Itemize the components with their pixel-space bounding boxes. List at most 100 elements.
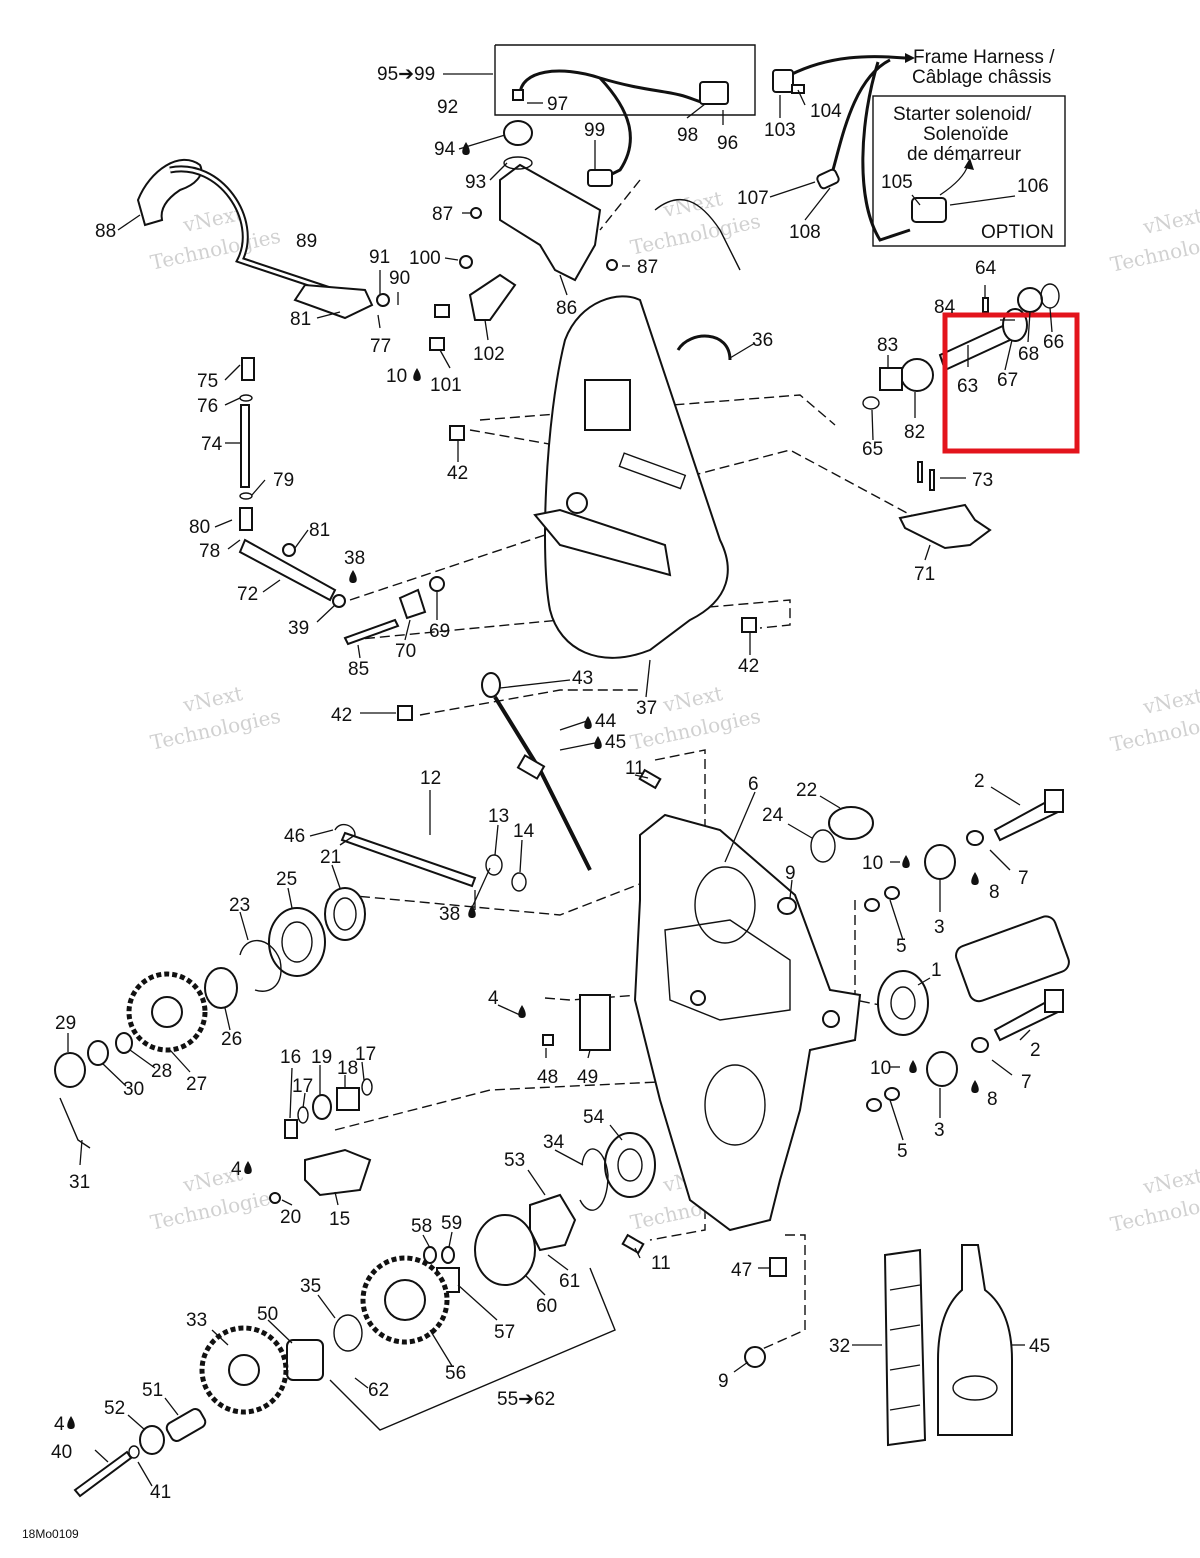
part-label: 72 <box>237 584 258 605</box>
drop-icon <box>413 368 421 381</box>
dipstick-43 <box>481 672 592 871</box>
drop-icon <box>584 716 592 729</box>
part-label: 53 <box>504 1150 525 1171</box>
starter-solenoid-label: Starter solenoid/ <box>893 104 1032 125</box>
o-ring-14 <box>511 872 527 892</box>
part-label: 98 <box>677 125 698 146</box>
drive-shaft-group <box>862 283 1080 550</box>
lower-gear-group <box>73 1132 656 1498</box>
cotter-pin-31 <box>59 1097 91 1149</box>
part-label: 10 <box>870 1058 891 1079</box>
bolt-head-2a <box>1044 789 1064 813</box>
starter-solenoid-box <box>872 95 1066 247</box>
part-label: 81 <box>290 309 311 330</box>
part-label: 77 <box>370 336 391 357</box>
pin-64 <box>982 297 989 313</box>
washer-87 <box>470 207 482 219</box>
plug-47 <box>769 1257 787 1277</box>
spring-83 <box>879 367 903 391</box>
reverse-linkage-group <box>136 159 390 608</box>
part-label: 108 <box>789 222 821 243</box>
part-label: 10 <box>386 366 407 387</box>
part-label: 54 <box>583 1107 605 1128</box>
part-label: 42 <box>447 463 468 484</box>
washer-30 <box>87 1040 109 1066</box>
collar-19 <box>312 1094 332 1120</box>
part-label: 11 <box>651 1253 671 1274</box>
sensor-92 <box>503 120 533 146</box>
part-label: 35 <box>300 1276 321 1297</box>
drop-icon <box>594 736 602 749</box>
pin-59 <box>441 1246 455 1264</box>
washer-69 <box>429 576 445 592</box>
ring-17b <box>361 1078 373 1096</box>
part-label: 16 <box>280 1047 301 1068</box>
washer-28 <box>115 1032 133 1054</box>
part-label: 58 <box>411 1216 432 1237</box>
dipstick-cap <box>516 754 546 780</box>
washer-41 <box>128 1445 140 1459</box>
bottle-logo <box>952 1375 998 1401</box>
plate-60 <box>474 1214 536 1286</box>
watermark-text: Technologies <box>148 1184 282 1235</box>
cable-36 <box>676 334 732 361</box>
part-label: 52 <box>104 1398 125 1419</box>
watermark-text: Technologies <box>628 209 762 260</box>
rod-74 <box>240 404 250 488</box>
part-label: 5 <box>896 936 907 957</box>
part-label: 76 <box>197 396 218 417</box>
part-label: 34 <box>543 1132 565 1153</box>
part-label: 20 <box>280 1207 301 1228</box>
part-label: 26 <box>221 1029 242 1050</box>
washer-5d <box>884 1087 900 1101</box>
part-label: 31 <box>69 1172 90 1193</box>
washer-35 <box>333 1314 363 1352</box>
part-label: 25 <box>276 869 297 890</box>
pin-11a <box>638 768 662 790</box>
watermark-text: Technologies <box>148 704 282 755</box>
starter-solenoid-label-fr1: Solenoïde <box>923 124 1009 145</box>
pin-11b <box>621 1233 645 1255</box>
washer-7a <box>966 830 984 846</box>
part-label: 8 <box>989 882 1000 903</box>
nut-76 <box>239 394 253 402</box>
tensioner-arm <box>533 508 672 577</box>
screw-48 <box>542 1034 554 1046</box>
part-label: 28 <box>151 1061 172 1082</box>
bearing-bore-lower <box>704 1064 766 1146</box>
part-label: 33 <box>186 1310 207 1331</box>
bolt-85 <box>343 618 400 646</box>
starter-solenoid <box>911 197 947 223</box>
terminal-104 <box>791 84 805 94</box>
part-label: 17 <box>355 1044 376 1065</box>
drop-icon <box>909 1060 917 1073</box>
cover-bolt-hole <box>566 492 588 514</box>
part-label: 4 <box>231 1159 242 1180</box>
nut-3a <box>924 844 956 880</box>
part-label: 96 <box>717 133 738 154</box>
bolt-40 <box>73 1450 133 1498</box>
part-label: 87 <box>432 204 453 225</box>
diagram-id: 18Mo0109 <box>22 1527 79 1541</box>
part-label: 49 <box>577 1067 598 1088</box>
chain-32 <box>883 1248 927 1447</box>
part-label: 63 <box>957 376 978 397</box>
part-label: 61 <box>559 1271 580 1292</box>
o-ring-24 <box>810 829 836 863</box>
bolt-12 <box>340 831 477 888</box>
right-fastener-group <box>542 768 1070 1368</box>
watermark-text: vNext <box>1140 1163 1200 1199</box>
part-label: 67 <box>997 370 1018 391</box>
circlip-23 <box>239 939 282 992</box>
part-label: 64 <box>975 258 997 279</box>
part-label: 23 <box>229 895 250 916</box>
part-label: 105 <box>881 172 913 193</box>
watermark-text: vNext <box>1140 203 1200 239</box>
part-label: 18 <box>337 1058 358 1079</box>
harness-plug <box>587 169 613 187</box>
part-label: 32 <box>829 1336 850 1357</box>
part-label: 4 <box>488 988 499 1009</box>
frame-harness-label: Frame Harness / <box>913 47 1055 68</box>
part-label: 39 <box>288 618 309 639</box>
